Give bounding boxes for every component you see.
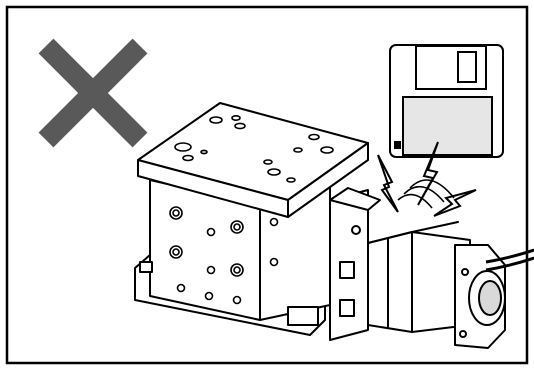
prohibited-x-icon: [38, 38, 148, 148]
motor-cable: [485, 248, 534, 264]
magnetic-field-lines: [397, 179, 455, 209]
magnetic-interference-bolts: [377, 141, 477, 217]
side-face-holes: [169, 206, 279, 305]
linear-stage: [134, 102, 534, 349]
top-plate-holes: [174, 115, 334, 183]
floppy-disk-icon: [389, 44, 504, 158]
